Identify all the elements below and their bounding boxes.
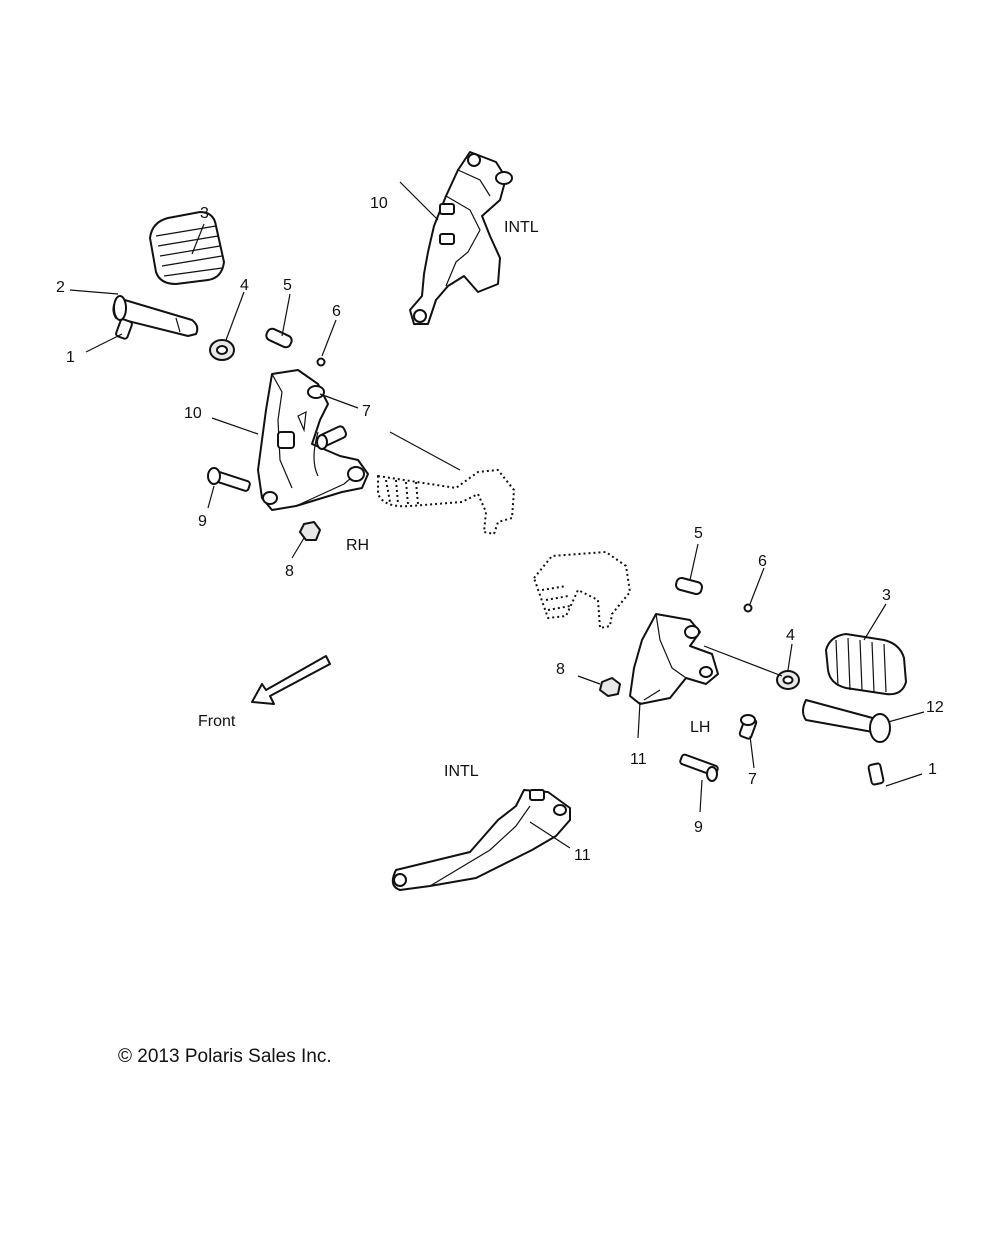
nut-rh	[299, 521, 321, 541]
front-arrow	[251, 655, 331, 705]
callout-10-rh: 10	[184, 405, 202, 422]
pin-lh	[675, 576, 703, 596]
rh-label: RH	[346, 537, 369, 554]
intl-bracket-lower	[391, 789, 571, 891]
footrest-bracket-lh	[629, 613, 719, 705]
bolt-lh-9	[679, 753, 719, 782]
washer-lh	[776, 670, 800, 690]
intl-label-top: INTL	[504, 219, 539, 236]
footpeg-pin-rh	[112, 295, 199, 337]
callout-8-rh: 8	[285, 563, 294, 580]
brake-pedal-rh-dotted	[313, 431, 515, 535]
callout-5-rh: 5	[283, 277, 292, 294]
callout-7-rh: 7	[362, 403, 371, 420]
clip-pin-lh	[867, 762, 885, 786]
callout-8-lh: 8	[556, 661, 565, 678]
callout-4-rh: 4	[240, 277, 249, 294]
bolt-rh-7	[316, 425, 348, 450]
callout-7-lh: 7	[748, 771, 757, 788]
pin-rh	[265, 327, 293, 349]
copyright-notice: © 2013 Polaris Sales Inc.	[118, 1046, 332, 1067]
callout-9-lh: 9	[694, 819, 703, 836]
callout-10-intl: 10	[370, 195, 388, 212]
callout-3-rh: 3	[200, 205, 209, 222]
callout-4-lh: 4	[786, 627, 795, 644]
detent-ball-rh	[316, 357, 326, 367]
callout-6-rh: 6	[332, 303, 341, 320]
callout-11-lh: 11	[630, 751, 647, 768]
intl-bracket-top	[409, 151, 513, 325]
callout-5-lh: 5	[694, 525, 703, 542]
footpeg-grip-rh	[149, 211, 225, 285]
callout-2-rh: 2	[56, 279, 65, 296]
shift-pedal-lh-dotted	[533, 551, 631, 629]
nut-lh	[599, 677, 621, 697]
intl-label-bottom: INTL	[444, 763, 479, 780]
lh-label: LH	[690, 719, 710, 736]
callout-6-lh: 6	[758, 553, 767, 570]
footpeg-grip-lh	[825, 633, 907, 696]
callout-1-lh: 1	[928, 761, 937, 778]
bolt-lh-7	[738, 714, 758, 740]
callout-1-rh: 1	[66, 349, 75, 366]
callout-9-rh: 9	[198, 513, 207, 530]
bolt-rh-9	[207, 467, 251, 492]
callout-12-lh: 12	[926, 699, 944, 716]
front-label: Front	[198, 713, 236, 730]
footpeg-pin-lh	[802, 699, 891, 743]
footrest-bracket-rh	[257, 369, 369, 511]
callout-3-lh: 3	[882, 587, 891, 604]
washer-rh	[209, 339, 235, 361]
callout-11-intl: 11	[574, 847, 591, 864]
detent-ball-lh	[743, 603, 753, 613]
clip-pin-rh	[115, 318, 133, 340]
